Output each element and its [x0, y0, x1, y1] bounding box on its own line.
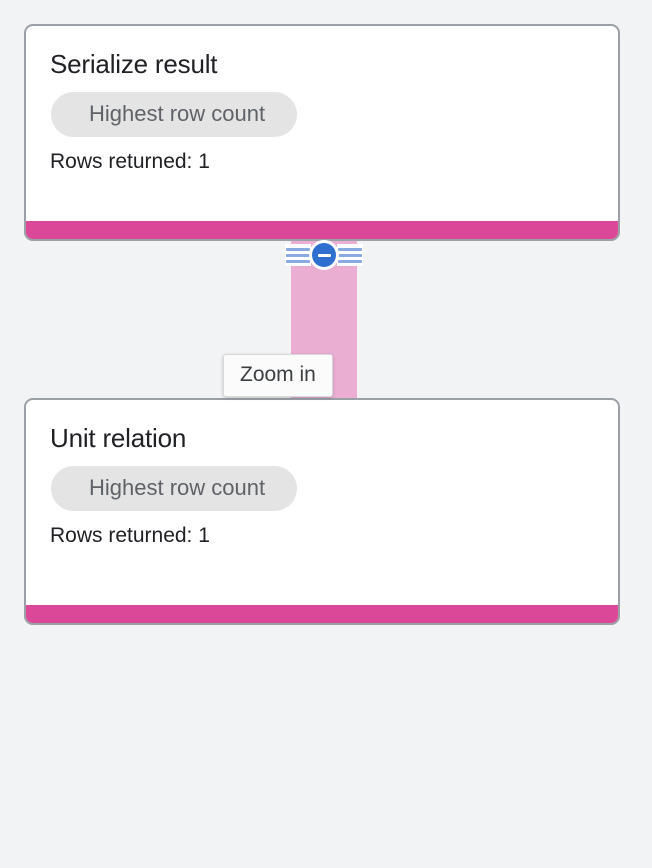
- stack-lines-left-icon: [285, 244, 311, 266]
- node-accent-bar: [26, 221, 618, 239]
- node-chip-highest-row-count[interactable]: Highest row count: [51, 466, 298, 511]
- minus-icon-button[interactable]: [309, 240, 339, 270]
- tooltip-zoom-in: Zoom in: [223, 354, 333, 397]
- node-accent-bar: [26, 605, 618, 623]
- node-body: Serialize result Highest row count Rows …: [26, 26, 618, 221]
- node-card-serialize-result[interactable]: Serialize result Highest row count Rows …: [24, 24, 620, 241]
- node-rows-returned: Rows returned: 1: [50, 150, 210, 173]
- stack-lines-right-icon: [337, 244, 363, 266]
- node-rows-returned: Rows returned: 1: [50, 524, 210, 547]
- node-body: Unit relation Highest row count Rows ret…: [26, 400, 618, 605]
- node-card-unit-relation[interactable]: Unit relation Highest row count Rows ret…: [24, 398, 620, 625]
- connector-collapse-control[interactable]: [285, 240, 363, 270]
- node-title: Serialize result: [50, 49, 218, 79]
- minus-icon: [312, 243, 336, 267]
- minus-icon-bar: [317, 253, 331, 257]
- node-chip-highest-row-count[interactable]: Highest row count: [51, 92, 298, 137]
- node-title: Unit relation: [50, 423, 187, 453]
